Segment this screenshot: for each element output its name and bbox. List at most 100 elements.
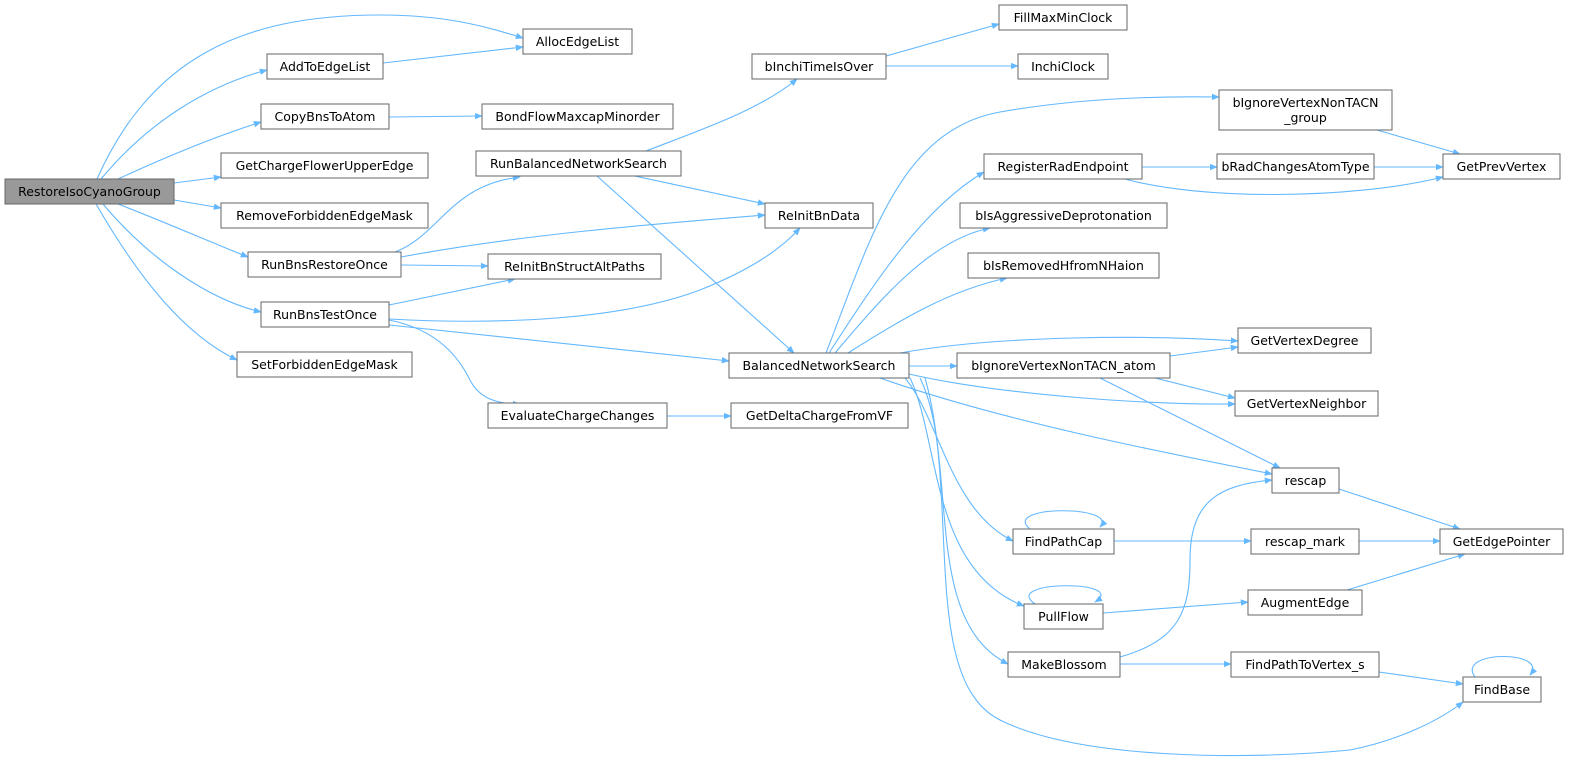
- node-evaluate-charge-changes[interactable]: EvaluateChargeChanges: [487, 402, 668, 429]
- node-remove-forbidden-edge-mask[interactable]: RemoveForbiddenEdgeMask: [220, 202, 429, 229]
- node-get-charge-flower-upper-edge[interactable]: GetChargeFlowerUpperEdge: [220, 152, 429, 179]
- node-label: AugmentEdge: [1261, 595, 1350, 610]
- node-box: [1017, 53, 1109, 80]
- node-box: [1218, 89, 1393, 131]
- node-inchi-clock[interactable]: InchiClock: [1017, 53, 1109, 80]
- node-run-bns-restore-once[interactable]: RunBnsRestoreOnce: [247, 251, 402, 278]
- edge-restore-iso-cyano-group-to-copy-bns-to-atom: [117, 121, 262, 180]
- node-find-base[interactable]: FindBase: [1462, 676, 1542, 703]
- node-augment-edge[interactable]: AugmentEdge: [1247, 589, 1363, 616]
- edge-run-bns-restore-once-to-run-balanced-network-search: [394, 174, 521, 253]
- edge-run-balanced-network-search-to-re-init-bn-data: [634, 175, 766, 206]
- node-copy-bns-to-atom[interactable]: CopyBnsToAtom: [260, 103, 390, 130]
- node-find-path-to-vertex-s[interactable]: FindPathToVertex_s: [1230, 651, 1380, 678]
- edge-restore-iso-cyano-group-to-remove-forbidden-edge-mask: [173, 199, 222, 210]
- node-get-prev-vertex[interactable]: GetPrevVertex: [1442, 153, 1561, 180]
- node-get-vertex-neighbor[interactable]: GetVertexNeighbor: [1234, 390, 1379, 417]
- node-b-is-aggressive-deprotonation[interactable]: bIsAggressiveDeprotonation: [959, 202, 1168, 229]
- node-label: GetVertexNeighbor: [1247, 396, 1367, 411]
- edge-balanced-network-search-to-make-blossom: [919, 377, 1009, 665]
- node-box: [998, 4, 1128, 31]
- node-box: [967, 252, 1160, 279]
- edge-b-ignore-vertex-non-tacn-atom-to-get-vertex-degree: [1169, 344, 1239, 357]
- edge-run-bns-test-once-to-evaluate-charge-changes: [388, 319, 521, 408]
- node-label: AddToEdgeList: [280, 59, 371, 74]
- edge-run-bns-restore-once-to-re-init-bn-data: [400, 212, 766, 258]
- edge-layer: [95, 14, 1537, 757]
- node-label: bIsRemovedHfromNHaion: [983, 258, 1144, 273]
- edge-restore-iso-cyano-group-to-run-bns-test-once: [102, 203, 262, 314]
- edge-b-inchi-time-is-over-to-fill-max-min-clock: [885, 22, 1000, 57]
- node-box: [751, 53, 887, 80]
- node-bond-flow-maxcap-minorder[interactable]: BondFlowMaxcapMinorder: [481, 103, 674, 130]
- node-get-edge-pointer[interactable]: GetEdgePointer: [1439, 528, 1564, 555]
- node-box: [1007, 651, 1121, 678]
- node-box: [481, 103, 674, 130]
- node-label: rescap_mark: [1265, 534, 1346, 549]
- node-box: [220, 202, 429, 229]
- node-box: [959, 202, 1168, 229]
- node-b-is-removed-hfrom-nhaion[interactable]: bIsRemovedHfromNHaion: [967, 252, 1160, 279]
- node-box: [1234, 390, 1379, 417]
- node-box: [1230, 651, 1380, 678]
- edge-restore-iso-cyano-group-to-get-charge-flower-upper-edge: [173, 174, 222, 184]
- node-box: [764, 202, 874, 229]
- node-make-blossom[interactable]: MakeBlossom: [1007, 651, 1121, 678]
- node-alloc-edge-list[interactable]: AllocEdgeList: [522, 28, 633, 55]
- node-box: [260, 301, 390, 328]
- node-b-ignore-vertex-non-tacn-group[interactable]: bIgnoreVertexNonTACN_group: [1218, 89, 1393, 131]
- node-pull-flow[interactable]: PullFlow: [1023, 603, 1104, 630]
- node-label: bInchiTimeIsOver: [765, 59, 875, 74]
- edge-balanced-network-search-to-register-rad-endpoint: [828, 171, 985, 354]
- node-register-rad-endpoint[interactable]: RegisterRadEndpoint: [983, 153, 1143, 180]
- node-box: [236, 351, 413, 378]
- edge-copy-bns-to-atom-to-bond-flow-maxcap-minorder: [388, 112, 483, 120]
- edge-pull-flow-to-augment-edge: [1102, 599, 1249, 614]
- node-re-init-bn-struct-alt-paths[interactable]: ReInitBnStructAltPaths: [487, 253, 662, 280]
- node-b-inchi-time-is-over[interactable]: bInchiTimeIsOver: [751, 53, 887, 80]
- node-b-ignore-vertex-non-tacn-atom[interactable]: bIgnoreVertexNonTACN_atom: [956, 352, 1171, 379]
- node-box: [1442, 153, 1561, 180]
- node-label: FindPathToVertex_s: [1245, 657, 1364, 672]
- node-label: FindPathCap: [1025, 534, 1102, 549]
- edge-run-balanced-network-search-to-balanced-network-search: [596, 175, 795, 354]
- node-box: [487, 253, 662, 280]
- node-balanced-network-search[interactable]: BalancedNetworkSearch: [728, 352, 910, 379]
- node-rescap-mark[interactable]: rescap_mark: [1250, 528, 1360, 555]
- node-run-balanced-network-search[interactable]: RunBalancedNetworkSearch: [475, 150, 682, 177]
- node-label: RunBnsRestoreOnce: [261, 257, 388, 272]
- node-add-to-edge-list[interactable]: AddToEdgeList: [266, 53, 384, 80]
- node-label: bRadChangesAtomType: [1221, 159, 1369, 174]
- node-restore-iso-cyano-group[interactable]: RestoreIsoCyanoGroup: [4, 178, 175, 205]
- node-box: [266, 53, 384, 80]
- node-get-vertex-degree[interactable]: GetVertexDegree: [1237, 327, 1372, 354]
- node-fill-max-min-clock[interactable]: FillMaxMinClock: [998, 4, 1128, 31]
- node-box: [956, 352, 1171, 379]
- edge-balanced-network-search-to-rescap: [879, 377, 1273, 476]
- node-label: EvaluateChargeChanges: [501, 408, 655, 423]
- node-layer: RestoreIsoCyanoGroup AllocEdgeListAddToEd…: [4, 4, 1564, 703]
- node-run-bns-test-once[interactable]: RunBnsTestOnce: [260, 301, 390, 328]
- node-rescap[interactable]: rescap: [1271, 467, 1340, 494]
- edge-pull-flow-to-pull-flow: [1028, 585, 1103, 605]
- edge-balanced-network-search-to-b-is-removed-hfrom-nhaion: [847, 276, 1008, 354]
- edge-run-bns-test-once-to-re-init-bn-struct-alt-paths: [388, 277, 516, 306]
- node-get-delta-charge-from-vf[interactable]: GetDeltaChargeFromVF: [730, 402, 909, 429]
- node-box: [730, 402, 909, 429]
- edge-find-path-cap-to-find-path-cap: [1024, 510, 1108, 530]
- node-box: [1271, 467, 1340, 494]
- node-box: [247, 251, 402, 278]
- edge-find-base-to-find-base: [1471, 656, 1537, 678]
- edge-b-ignore-vertex-non-tacn-atom-to-get-vertex-neighbor: [1154, 377, 1236, 400]
- node-b-rad-changes-atom-type[interactable]: bRadChangesAtomType: [1216, 153, 1375, 180]
- edge-balanced-network-search-to-get-vertex-neighbor: [908, 373, 1236, 408]
- node-label: bIgnoreVertexNonTACN: [1233, 95, 1379, 110]
- node-label: BondFlowMaxcapMinorder: [495, 109, 660, 124]
- node-label: PullFlow: [1038, 609, 1089, 624]
- node-set-forbidden-edge-mask[interactable]: SetForbiddenEdgeMask: [236, 351, 413, 378]
- node-label: RestoreIsoCyanoGroup: [18, 184, 161, 199]
- node-find-path-cap[interactable]: FindPathCap: [1012, 528, 1115, 555]
- node-label: AllocEdgeList: [536, 34, 619, 49]
- node-re-init-bn-data[interactable]: ReInitBnData: [764, 202, 874, 229]
- edge-balanced-network-search-to-b-ignore-vertex-non-tacn-group: [825, 93, 1220, 354]
